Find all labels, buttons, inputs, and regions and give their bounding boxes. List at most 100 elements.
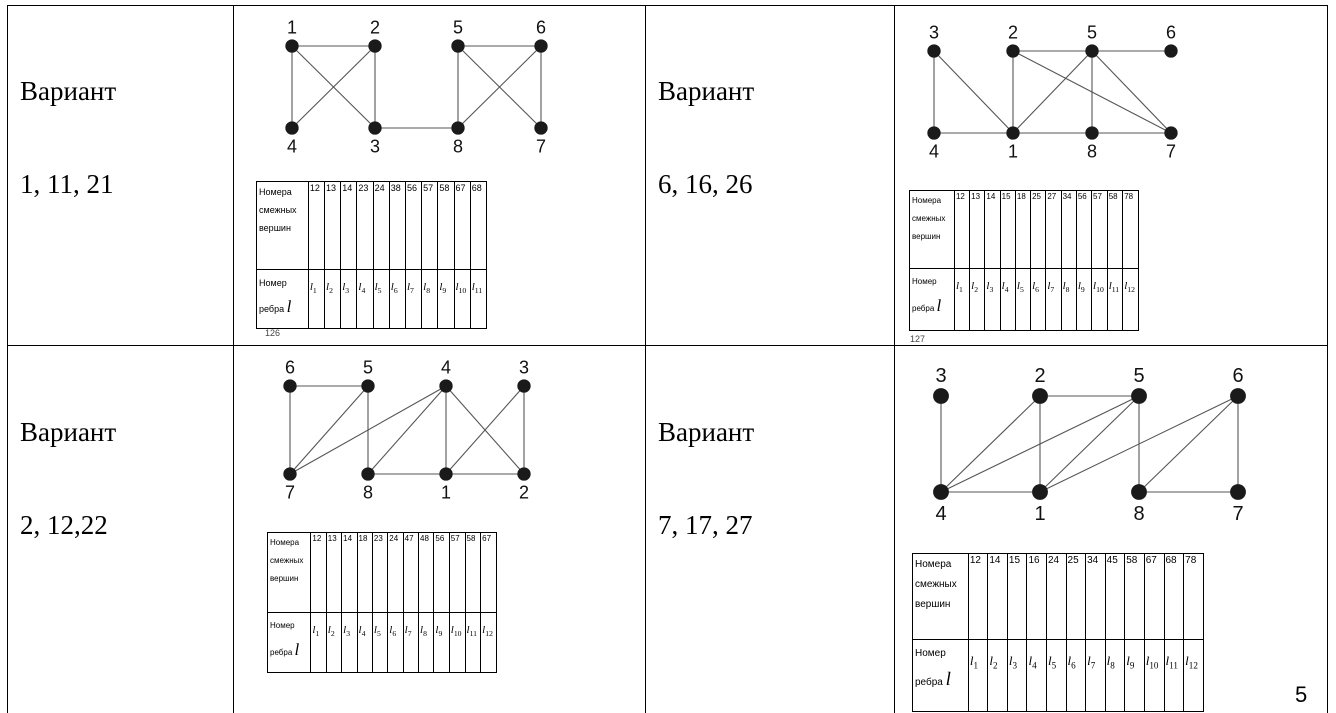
- vertex-label: 1: [441, 483, 451, 503]
- edge-symbol: l: [373, 623, 377, 636]
- edge-index: 10: [1149, 660, 1159, 671]
- edge-symbol: l: [1047, 280, 1051, 293]
- vertex-label: 1: [1034, 503, 1045, 525]
- vertex-pair-cell: 24: [387, 532, 404, 613]
- graph-vertex: [1164, 126, 1178, 140]
- vertex-pair-cell: 56: [433, 532, 450, 613]
- row-label-line: ребра l: [912, 294, 952, 321]
- edge-symbol: l: [945, 669, 951, 690]
- graph-vertex: [517, 379, 531, 393]
- vertex-pair-cell: 23: [356, 181, 374, 270]
- edge-index: 6: [1071, 660, 1076, 671]
- edge-number-cell: l11: [469, 269, 488, 329]
- vertex-pair-cell: 12: [310, 532, 327, 613]
- graph-edge: [1012, 50, 1093, 134]
- vertex-label: 3: [370, 137, 380, 157]
- vertex-pair-cell: 67: [1143, 553, 1165, 640]
- edge-index: 10: [453, 628, 462, 638]
- row-label-line: Номера: [259, 187, 292, 197]
- edge-number-cell: l4: [356, 269, 374, 329]
- edge-number-cell: l11: [1163, 639, 1185, 712]
- edge-symbol: l: [482, 623, 486, 636]
- table-column-divider: [645, 5, 646, 713]
- vertex-pair-cell: 24: [1046, 553, 1067, 640]
- edge-symbol: l: [327, 623, 331, 636]
- edge-symbol: l: [1062, 280, 1066, 293]
- vertex-label: 8: [363, 483, 373, 503]
- vertex-pair-cell: 13: [324, 181, 342, 270]
- vertex-pair-cell: 57: [421, 181, 439, 270]
- vertex-pair-cell: 45: [1104, 553, 1126, 640]
- graph-vertex: [1131, 484, 1147, 500]
- edge-index: 12: [1188, 660, 1198, 671]
- edge-symbol: l: [936, 296, 942, 315]
- edge-number-cell: l2: [969, 268, 986, 331]
- vertex-label: 1: [1008, 142, 1018, 162]
- edge-symbol: l: [390, 280, 394, 293]
- edge-index: 4: [1004, 285, 1009, 295]
- edge-symbol: l: [471, 280, 475, 293]
- variant-word: Вариант: [20, 76, 117, 106]
- graph-vertex: [368, 39, 382, 53]
- row-label-line: смежных: [915, 579, 957, 590]
- edge-symbol: l: [342, 280, 346, 293]
- edge-number-cell: l2: [987, 639, 1008, 712]
- vertex-label: 4: [287, 137, 297, 157]
- edge-number-cell: l8: [1104, 639, 1126, 712]
- variant-numbers: 7, 17, 27: [658, 510, 753, 540]
- graph-vertex: [534, 39, 548, 53]
- edge-symbol: l: [1093, 280, 1097, 293]
- vertex-pair-cell: 48: [417, 532, 435, 613]
- vertex-label: 5: [453, 17, 463, 37]
- graph-vertex: [927, 44, 941, 58]
- edge-number-cell: l5: [1046, 639, 1067, 712]
- edge-index: 5: [1051, 660, 1057, 671]
- edge-symbol: l: [389, 623, 393, 636]
- edge-number-cell: l7: [402, 612, 420, 673]
- edge-symbol: l: [1165, 652, 1170, 668]
- graph-vertex: [361, 467, 375, 481]
- edge-symbol: l: [1124, 280, 1128, 293]
- vertex-pair-cell: 38: [388, 181, 406, 270]
- edge-symbol: l: [955, 280, 959, 293]
- edge-symbol: l: [358, 280, 362, 293]
- edge-index: 3: [345, 285, 350, 295]
- vertex-pair-cell: 57: [1091, 190, 1108, 269]
- edge-number-cell: l11: [1106, 268, 1124, 331]
- edge-number-cell: l5: [371, 612, 389, 673]
- edge-index: 3: [1012, 660, 1018, 671]
- row-label-line: вершин: [270, 574, 299, 583]
- vertex-label: 2: [519, 483, 529, 503]
- vertex-label: 1: [287, 17, 297, 37]
- edge-number-cell: l11: [464, 612, 482, 673]
- graph-vertex: [927, 126, 941, 140]
- edge-index: 9: [1129, 660, 1135, 671]
- vertex-label: 4: [441, 357, 451, 377]
- row-label-line: Номер: [912, 277, 937, 286]
- edge-symbol: l: [312, 623, 316, 636]
- edge-number-cell: l5: [1014, 268, 1032, 331]
- vertex-pair-cell: 78: [1183, 553, 1204, 640]
- table-border-left: [7, 5, 8, 713]
- graph-vertex: [1085, 44, 1099, 58]
- table-row-divider: [7, 345, 1328, 346]
- vertex-label: 7: [1166, 142, 1176, 162]
- edge-symbol: l: [404, 623, 408, 636]
- edge-index: 1: [312, 285, 317, 295]
- graph-vertex: [361, 379, 375, 393]
- edge-symbol: l: [1145, 652, 1150, 668]
- variant-label-4: Вариант 7, 17, 27: [658, 355, 754, 572]
- edge-number-cell: l6: [1065, 639, 1087, 712]
- row-label-line: Номера: [912, 196, 942, 205]
- edge-number-cell: l8: [421, 269, 439, 329]
- edge-index: 2: [329, 285, 333, 295]
- edge-number-cell: l9: [1075, 268, 1093, 331]
- vertex-pair-cell: 23: [371, 532, 389, 613]
- vertex-pair-cell: 18: [356, 532, 373, 613]
